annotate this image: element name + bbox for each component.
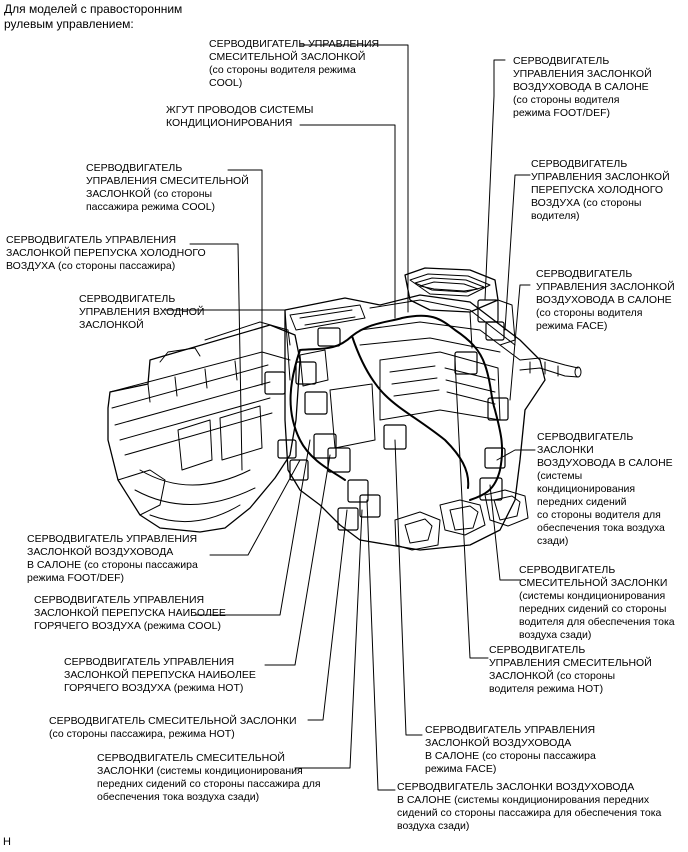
lower-outlets: [394, 489, 529, 551]
label-mix-passenger-hot: СЕРВОДВИГАТЕЛЬ СМЕСИТЕЛЬНОЙ ЗАСЛОНКИ (со…: [49, 715, 297, 740]
label-mix-passenger-cool: СЕРВОДВИГАТЕЛЬ УПРАВЛЕНИЯ СМЕСИТЕЛЬНОЙ З…: [86, 162, 249, 213]
label-hot-bypass-hot: СЕРВОДВИГАТЕЛЬ УПРАВЛЕНИЯ ЗАСЛОНКОЙ ПЕРЕ…: [64, 656, 256, 694]
label-duct-passenger-footdef: СЕРВОДВИГАТЕЛЬ УПРАВЛЕНИЯ ЗАСЛОНКОЙ ВОЗД…: [27, 533, 198, 584]
right-pipe: [519, 357, 582, 378]
main-case: [284, 294, 546, 551]
label-duct-rear-passenger: СЕРВОДВИГАТЕЛЬ ЗАСЛОНКИ ВОЗДУХОВОДА В СА…: [397, 781, 662, 832]
label-cold-bypass-driver: СЕРВОДВИГАТЕЛЬ УПРАВЛЕНИЯ ЗАСЛОНКОЙ ПЕРЕ…: [531, 158, 670, 222]
label-mix-rear-driver: СЕРВОДВИГАТЕЛЬ СМЕСИТЕЛЬНОЙ ЗАСЛОНКИ (си…: [519, 564, 675, 641]
label-hot-bypass-cool: СЕРВОДВИГАТЕЛЬ УПРАВЛЕНИЯ ЗАСЛОНКОЙ ПЕРЕ…: [34, 594, 226, 632]
label-duct-rear-driver: СЕРВОДВИГАТЕЛЬ ЗАСЛОНКИ ВОЗДУХОВОДА В СА…: [537, 431, 673, 547]
figure-code: H: [3, 836, 11, 848]
leader-lines: [164, 44, 536, 791]
label-inlet: СЕРВОДВИГАТЕЛЬ УПРАВЛЕНИЯ ВХОДНОЙ ЗАСЛОН…: [79, 293, 205, 331]
label-mix-rear-passenger: СЕРВОДВИГАТЕЛЬ СМЕСИТЕЛЬНОЙ ЗАСЛОНКИ (си…: [97, 752, 321, 803]
label-duct-driver-footdef: СЕРВОДВИГАТЕЛЬ УПРАВЛЕНИЯ ЗАСЛОНКОЙ ВОЗД…: [513, 55, 652, 119]
label-cold-bypass-passenger: СЕРВОДВИГАТЕЛЬ УПРАВЛЕНИЯ ЗАСЛОНКОЙ ПЕРЕ…: [6, 234, 206, 272]
label-duct-driver-face: СЕРВОДВИГАТЕЛЬ УПРАВЛЕНИЯ ЗАСЛОНКОЙ ВОЗД…: [536, 268, 675, 332]
label-mix-driver-hot: СЕРВОДВИГАТЕЛЬ УПРАВЛЕНИЯ СМЕСИТЕЛЬНОЙ З…: [489, 644, 652, 695]
label-wire-harness: ЖГУТ ПРОВОДОВ СИСТЕМЫ КОНДИЦИОНИРОВАНИЯ: [166, 104, 314, 129]
blower-housing: [107, 321, 301, 533]
page-header: Для моделей с правосторонним рулевым упр…: [4, 2, 183, 31]
wire-harness-cable: [289, 314, 504, 501]
label-mix-driver-cool: СЕРВОДВИГАТЕЛЬ УПРАВЛЕНИЯ СМЕСИТЕЛЬНОЙ З…: [209, 38, 380, 89]
label-duct-passenger-face: СЕРВОДВИГАТЕЛЬ УПРАВЛЕНИЯ ЗАСЛОНКОЙ ВОЗД…: [425, 724, 596, 775]
